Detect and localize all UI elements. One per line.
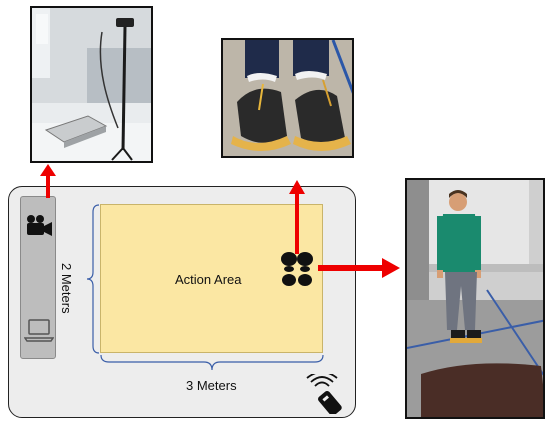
camera-setup-illustration (32, 8, 151, 161)
camera-up-arrow (40, 164, 56, 198)
footprints-icon (281, 252, 313, 286)
height-dimension-label: 2 Meters (59, 263, 74, 314)
laptop-icon (24, 319, 54, 342)
width-dimension-label: 3 Meters (186, 378, 237, 393)
wireless-remote-icon (306, 374, 342, 414)
sensor-shoes-illustration (223, 40, 352, 156)
avatar-right-arrow (318, 258, 400, 278)
width-dimension-brace (100, 354, 324, 371)
video-camera-icon (27, 215, 52, 236)
avatar-render-illustration (407, 180, 543, 417)
sensor-shoes-photo (221, 38, 354, 158)
action-area-label: Action Area (175, 272, 242, 287)
height-dimension-brace (86, 204, 100, 354)
camera-setup-photo (30, 6, 153, 163)
shoes-up-arrow (289, 180, 305, 254)
avatar-render-photo (405, 178, 545, 419)
